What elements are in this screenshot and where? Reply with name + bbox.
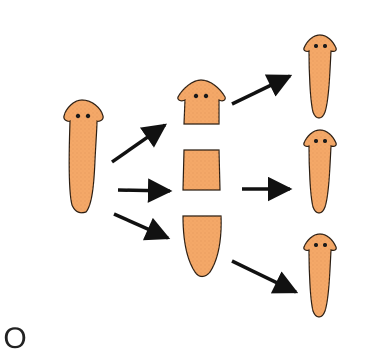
head-fragment [178, 80, 225, 124]
arrow-icon [232, 76, 290, 104]
eye-icon [76, 114, 80, 118]
option-radio-glyph[interactable]: O [0, 322, 30, 356]
middle-fragment [183, 150, 220, 190]
eye-icon [204, 94, 208, 98]
eye-icon [323, 44, 327, 48]
eye-icon [194, 94, 198, 98]
eye-icon [323, 139, 327, 143]
regenerated-from-tail [304, 234, 336, 317]
arrow-icon [114, 214, 168, 238]
eye-icon [323, 243, 327, 247]
eye-icon [314, 139, 318, 143]
eye-icon [314, 44, 318, 48]
regenerated-from-middle [304, 130, 336, 213]
arrow-icon [232, 261, 296, 292]
arrow-icon [118, 190, 170, 191]
arrow-icon [112, 125, 165, 162]
original-planarian [64, 100, 103, 213]
eye-icon [86, 114, 90, 118]
tail-fragment [183, 216, 221, 277]
eye-icon [314, 243, 318, 247]
regenerated-from-head [304, 35, 336, 118]
